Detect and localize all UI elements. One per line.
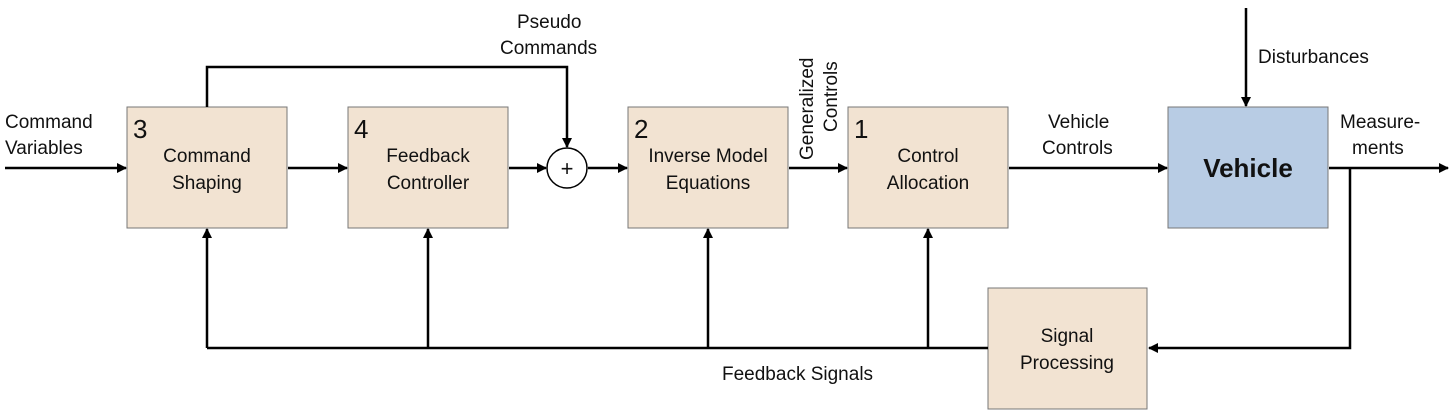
- block-number-4: 4: [354, 114, 368, 144]
- vehicle-label: Vehicle: [1203, 153, 1293, 183]
- command-shaping-label-line2: Shaping: [172, 173, 242, 194]
- measurements-label-line2: ments: [1352, 138, 1404, 159]
- signal-processing-box: [987, 287, 1148, 410]
- command-shaping-block: 3 Command Shaping: [126, 106, 288, 229]
- feedback-path: [202, 168, 1352, 353]
- feedback-controller-box: [347, 106, 509, 229]
- command-variables-label-line1: Command: [5, 112, 93, 133]
- feedback-controller-label-line2: Controller: [387, 173, 470, 194]
- control-allocation-block: 1 Control Allocation: [847, 106, 1009, 229]
- summing-junction: +: [546, 147, 588, 189]
- feedback-controller-label-line1: Feedback: [386, 146, 470, 167]
- block-number-1: 1: [854, 114, 868, 144]
- inverse-model-label-line2: Equations: [666, 173, 751, 194]
- signal-processing-block: Signal Processing: [987, 287, 1148, 410]
- summing-junction-circle: [546, 147, 588, 189]
- vehicle-controls-label-line1: Vehicle: [1048, 112, 1109, 133]
- control-allocation-label-line2: Allocation: [887, 173, 969, 194]
- measurements-label-line1: Measure-: [1340, 112, 1420, 133]
- vehicle-block: Vehicle: [1167, 106, 1329, 229]
- generalized-controls-label-line2: Controls: [821, 61, 842, 132]
- block-number-3: 3: [133, 114, 147, 144]
- inverse-model-box: [627, 106, 789, 229]
- command-variables-label-line2: Variables: [5, 138, 83, 159]
- pseudo-commands-label-line2: Commands: [500, 38, 597, 59]
- command-shaping-label-line1: Command: [163, 146, 251, 167]
- disturbances-label: Disturbances: [1258, 47, 1369, 68]
- pseudo-commands-path: [205, 65, 572, 148]
- vehicle-box: [1167, 106, 1329, 229]
- inverse-model-block: 2 Inverse Model Equations: [627, 106, 789, 229]
- pseudo-commands-label-line1: Pseudo: [517, 12, 581, 33]
- command-shaping-box: [126, 106, 288, 229]
- control-allocation-box: [847, 106, 1009, 229]
- block-number-2: 2: [634, 114, 648, 144]
- measurement-to-signal-processing-arrow: [1148, 168, 1352, 353]
- feedback-signals-label: Feedback Signals: [722, 364, 873, 385]
- pseudo-commands-arrow: [205, 65, 572, 148]
- vehicle-controls-label-line2: Controls: [1042, 138, 1113, 159]
- plus-sign: +: [561, 156, 574, 181]
- signal-processing-label-line2: Processing: [1020, 353, 1114, 374]
- inverse-model-label-line1: Inverse Model: [648, 146, 767, 167]
- control-allocation-label-line1: Control: [897, 146, 958, 167]
- feedback-controller-block: 4 Feedback Controller: [347, 106, 509, 229]
- generalized-controls-label-line1: Generalized: [797, 58, 818, 160]
- signal-processing-label-line1: Signal: [1041, 326, 1094, 347]
